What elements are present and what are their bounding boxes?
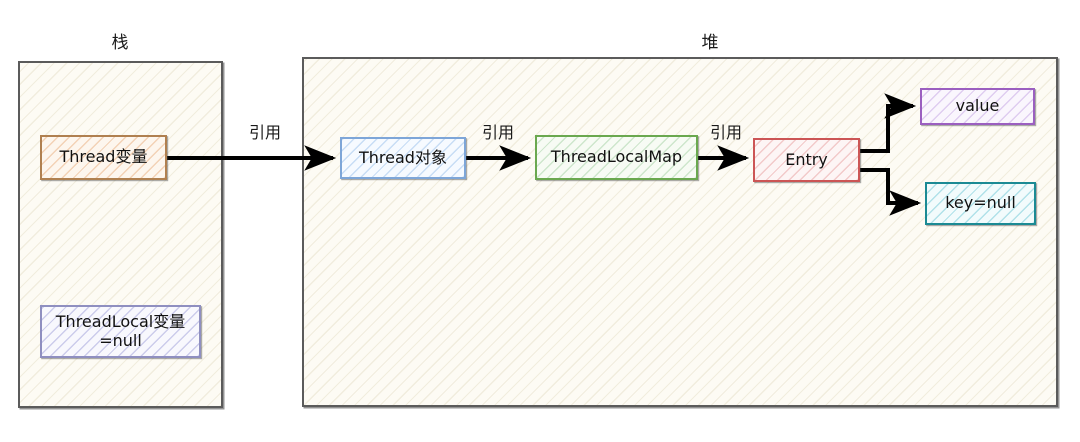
node-threadlocalmap[interactable]: ThreadLocalMap <box>535 135 698 180</box>
node-entry-label: Entry <box>785 149 828 169</box>
node-key-null[interactable]: key=null <box>925 182 1036 225</box>
node-value-label: value <box>955 96 1000 116</box>
node-threadlocal-variable[interactable]: ThreadLocal变量 =null <box>40 305 201 358</box>
node-thread-object[interactable]: Thread对象 <box>340 137 466 179</box>
node-thread-object-label: Thread对象 <box>359 147 447 167</box>
node-thread-variable-label: Thread变量 <box>59 147 148 167</box>
node-threadlocalmap-label: ThreadLocalMap <box>550 147 683 167</box>
node-key-null-label: key=null <box>945 193 1016 213</box>
node-value[interactable]: value <box>920 88 1035 125</box>
edge-label-reference-2: 引用 <box>481 123 514 142</box>
edge-label-reference-3: 引用 <box>709 123 742 142</box>
node-threadlocal-variable-label: ThreadLocal变量 =null <box>55 312 186 350</box>
edge-label-reference-1: 引用 <box>248 123 281 142</box>
node-entry[interactable]: Entry <box>753 138 860 182</box>
stack-region-title: 栈 <box>111 33 129 53</box>
node-thread-variable[interactable]: Thread变量 <box>40 135 167 180</box>
heap-region-title: 堆 <box>701 33 719 53</box>
